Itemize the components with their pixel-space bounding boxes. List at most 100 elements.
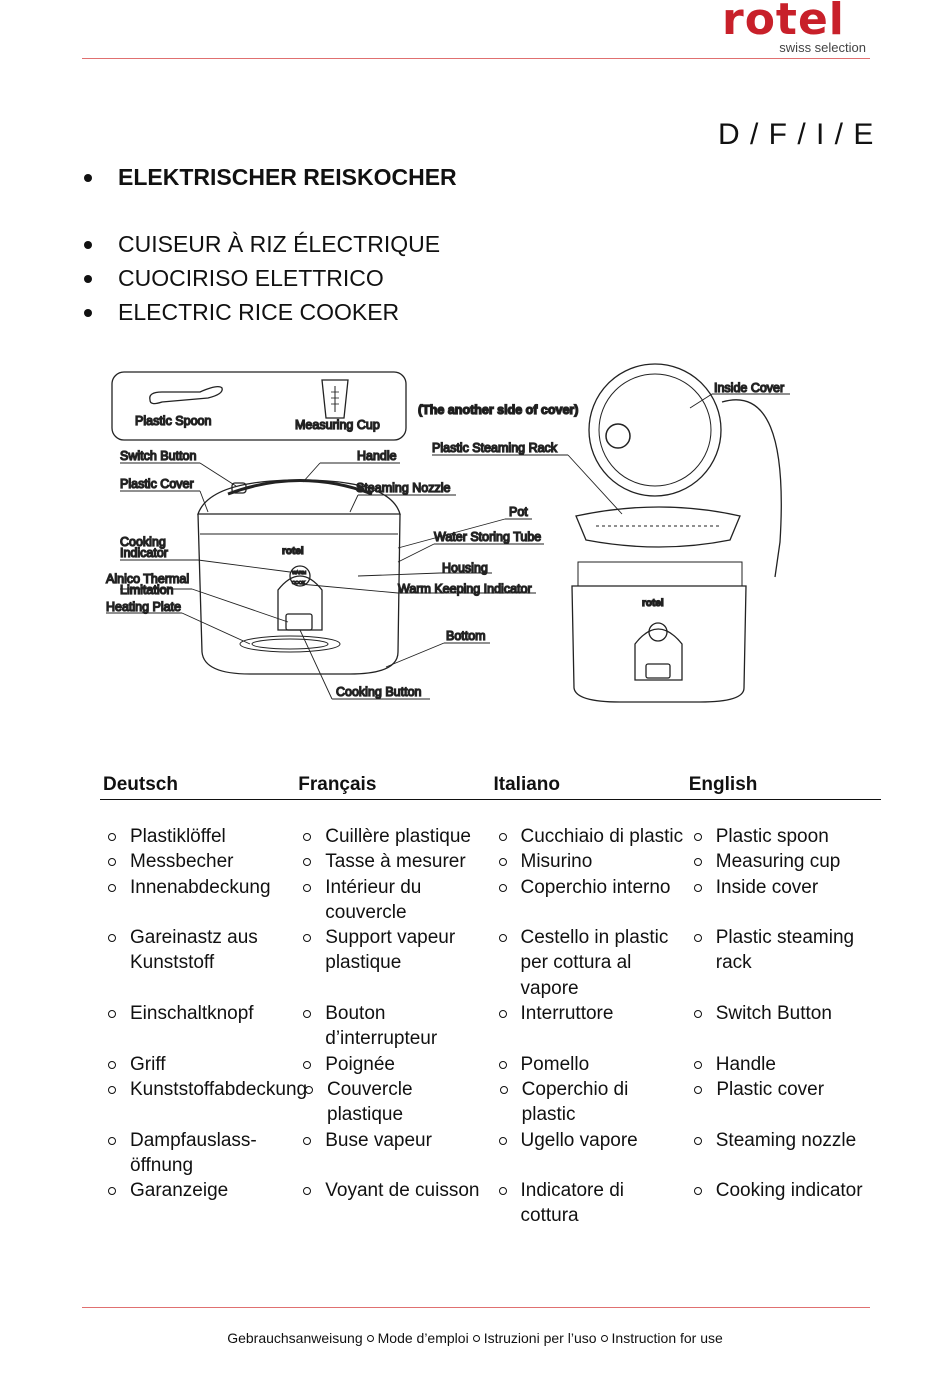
title-de: ELEKTRISCHER REISKOCHER — [80, 160, 457, 194]
label-cooking: Cooking — [120, 535, 166, 549]
brand-logo: rotel swiss selection — [722, 0, 872, 58]
cell-text: Tasse à mesurer — [325, 851, 466, 873]
list-bullet-icon — [303, 1060, 312, 1069]
list-bullet-icon — [693, 883, 702, 892]
table-cell: Interruttore — [491, 1001, 686, 1052]
title-text: ELECTRIC RICE COOKER — [118, 299, 400, 325]
cell-text: Pomello — [520, 1053, 590, 1075]
list-bullet-icon — [108, 1136, 116, 1145]
list-bullet-icon — [108, 934, 116, 943]
list-bullet-icon — [693, 858, 702, 867]
switch-button-shape — [231, 482, 247, 494]
list-bullet-icon — [694, 1085, 703, 1094]
list-bullet-icon — [498, 1010, 507, 1019]
table-cell: Griff — [100, 1052, 295, 1077]
cell-text: Cuillère plastique — [325, 826, 471, 847]
list-bullet-icon — [108, 1060, 116, 1069]
table-cell: Cuillère plastique — [295, 824, 490, 849]
label-water-storing-tube: Water Storing Tube — [434, 530, 541, 544]
label-housing: Housing — [442, 561, 488, 575]
table-header: Deutsch Français Italiano English — [100, 770, 881, 800]
label-inside-cover: Inside Cover — [714, 381, 784, 395]
table-cell: Messbecher — [100, 849, 295, 874]
separator-icon — [600, 1335, 608, 1342]
warm-text: WARM — [292, 570, 306, 575]
header-francais: Français — [298, 774, 377, 795]
cook-text: COOK — [292, 580, 305, 585]
table-row: Gareinastz aus Kunststoff Support vapeur … — [100, 925, 881, 1001]
inside-cover-shape — [598, 373, 712, 487]
table-cell: Tasse à mesurer — [295, 849, 490, 874]
cell-text: Plastic steaming rack — [715, 927, 855, 974]
label-another-side: (The another side of cover) — [418, 403, 578, 417]
bullet-icon — [84, 241, 92, 249]
cell-text: Interruttore — [520, 1003, 614, 1025]
cooker-brand: rotel — [282, 546, 304, 557]
list-bullet-icon — [108, 1010, 116, 1019]
title-text: CUISEUR À RIZ ÉLECTRIQUE — [118, 231, 441, 257]
table-cell: Gareinastz aus Kunststoff — [100, 925, 295, 1001]
separator-icon — [366, 1335, 374, 1342]
cell-text: Support vapeur plastique — [325, 927, 456, 974]
table-cell: Kunststoffabdeckung — [100, 1077, 307, 1128]
table-cell: Voyant de cuisson — [295, 1178, 490, 1229]
title-it: CUOCIRISO ELETTRICO — [80, 261, 457, 295]
cell-text: Voyant de cuisson — [325, 1180, 480, 1202]
list-bullet-icon — [303, 1187, 312, 1196]
table-cell: Bouton d’interrupteur — [295, 1001, 490, 1052]
label-plastic-spoon: Plastic Spoon — [135, 414, 211, 428]
table-cell: Buse vapeur — [295, 1128, 490, 1179]
cell-text: Handle — [715, 1053, 776, 1075]
rice-cooker-diagram: Plastic Spoon Measuring Cup rotel WARM C… — [100, 362, 800, 720]
list-bullet-icon — [303, 934, 312, 943]
cell-text: Griff — [130, 1053, 166, 1075]
cell-text: Cestello in plastic per cottura al vapor… — [520, 927, 669, 999]
list-bullet-icon — [693, 934, 702, 943]
list-bullet-icon — [108, 883, 116, 892]
cell-text: Garanzeige — [130, 1180, 229, 1202]
handle-shape — [227, 479, 373, 496]
cell-text: Ugello vapore — [520, 1129, 638, 1151]
housing-shape — [197, 513, 401, 675]
list-bullet-icon — [303, 1136, 312, 1145]
footer-en: Instruction for use — [611, 1330, 723, 1346]
open-lid-shape — [588, 363, 722, 497]
table-row: Griff Poignée Pomello Handle — [100, 1052, 881, 1077]
title-text: ELEKTRISCHER REISKOCHER — [118, 164, 457, 190]
table-cell: Coperchio di plastic — [492, 1077, 687, 1128]
table-cell: Garanzeige — [100, 1178, 295, 1229]
cell-text: Einschaltknopf — [130, 1003, 254, 1025]
cell-text: Inside cover — [715, 876, 819, 898]
label-handle: Handle — [357, 449, 397, 463]
label-heating-plate: Heating Plate — [106, 600, 181, 614]
cell-text: Innenabdeckung — [130, 876, 271, 898]
cell-text: Messbecher — [130, 851, 234, 873]
label-measuring-cup: Measuring Cup — [295, 418, 380, 432]
table-cell: Handle — [686, 1052, 881, 1077]
list-bullet-icon — [693, 1060, 702, 1069]
table-cell: Cucchiaio di plastic — [491, 824, 686, 849]
cell-text: Dampfauslass-öffnung — [130, 1129, 257, 1176]
list-bullet-icon — [498, 858, 507, 867]
cell-text: Coperchio di plastic — [521, 1078, 629, 1126]
brand-name: rotel — [722, 0, 845, 45]
list-bullet-icon — [108, 858, 116, 867]
list-bullet-icon — [498, 883, 507, 892]
table-row: Dampfauslass-öffnung Buse vapeur Ugello va… — [100, 1128, 881, 1179]
label-cooking-button: Cooking Button — [336, 685, 422, 699]
cell-text: Plastic cover — [716, 1078, 825, 1100]
table-cell: Poignée — [295, 1052, 490, 1077]
cell-text: Poignée — [325, 1053, 395, 1075]
list-bullet-icon — [498, 934, 507, 943]
cell-text: Bouton d’interrupteur — [325, 1003, 438, 1050]
indicator-lights — [289, 565, 311, 587]
cell-text: Gareinastz aus Kunststoff — [130, 927, 258, 974]
parts-table: Deutsch Français Italiano English Plasti… — [100, 770, 881, 1229]
list-bullet-icon — [693, 1187, 702, 1196]
table-cell: Cooking indicator — [686, 1178, 881, 1229]
label-bottom: Bottom — [446, 629, 486, 643]
steaming-rack-shape — [575, 506, 741, 548]
